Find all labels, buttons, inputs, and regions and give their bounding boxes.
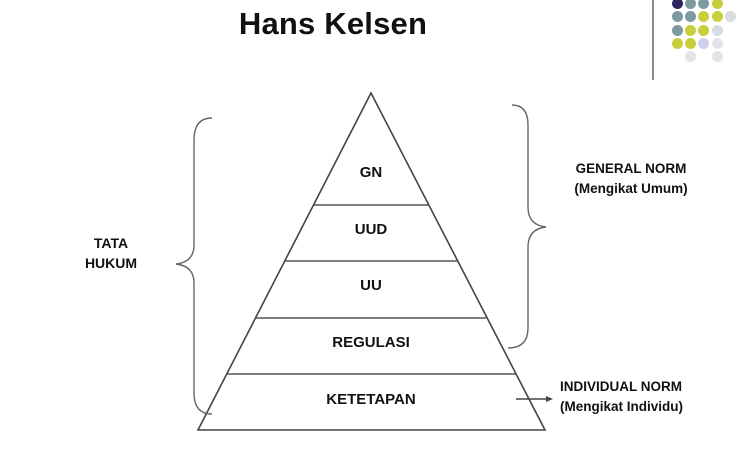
decorative-divider: [652, 0, 654, 80]
left-brace-icon: [175, 117, 213, 415]
dot-icon: [698, 25, 709, 36]
diagram-title: Hans Kelsen: [238, 6, 428, 41]
dot-icon: [672, 11, 683, 22]
dot-icon: [685, 0, 696, 9]
dot-icon: [685, 11, 696, 22]
general-norm-line2: (Mengikat Umum): [574, 181, 688, 196]
dot-icon: [672, 0, 683, 9]
dot-icon: [712, 25, 723, 36]
tata-hukum-line1: TATA: [93, 235, 129, 251]
dot-icon: [712, 38, 723, 49]
dot-icon: [725, 11, 736, 22]
tier-label-ketetapan: KETETAPAN: [326, 391, 416, 408]
dot-icon: [712, 0, 723, 9]
dot-icon: [685, 51, 696, 62]
dot-icon: [672, 25, 683, 36]
dot-icon: [698, 11, 709, 22]
right-brace-icon: [507, 104, 547, 349]
individual-norm-line1: INDIVIDUAL NORM: [560, 379, 683, 394]
individual-norm-line2: (Mengikat Individu): [560, 399, 683, 414]
dot-icon: [712, 51, 723, 62]
tata-hukum-label: TATA HUKUM: [78, 233, 144, 273]
dot-icon: [685, 38, 696, 49]
general-norm-label: GENERAL NORM (Mengikat Umum): [556, 159, 706, 199]
dot-icon: [685, 25, 696, 36]
tier-label-regulasi: REGULASI: [332, 334, 410, 351]
dot-icon: [698, 38, 709, 49]
general-norm-line1: GENERAL NORM: [575, 161, 687, 176]
tier-label-gn: GN: [359, 164, 383, 181]
tier-label-uud: UUD: [354, 221, 388, 238]
dot-icon: [672, 38, 683, 49]
tier-label-uu: UU: [360, 277, 382, 294]
dot-icon: [712, 11, 723, 22]
tata-hukum-line2: HUKUM: [84, 255, 138, 271]
arrow-right-icon: [546, 396, 553, 402]
individual-norm-label: INDIVIDUAL NORM (Mengikat Individu): [560, 377, 730, 417]
dot-icon: [698, 0, 709, 9]
